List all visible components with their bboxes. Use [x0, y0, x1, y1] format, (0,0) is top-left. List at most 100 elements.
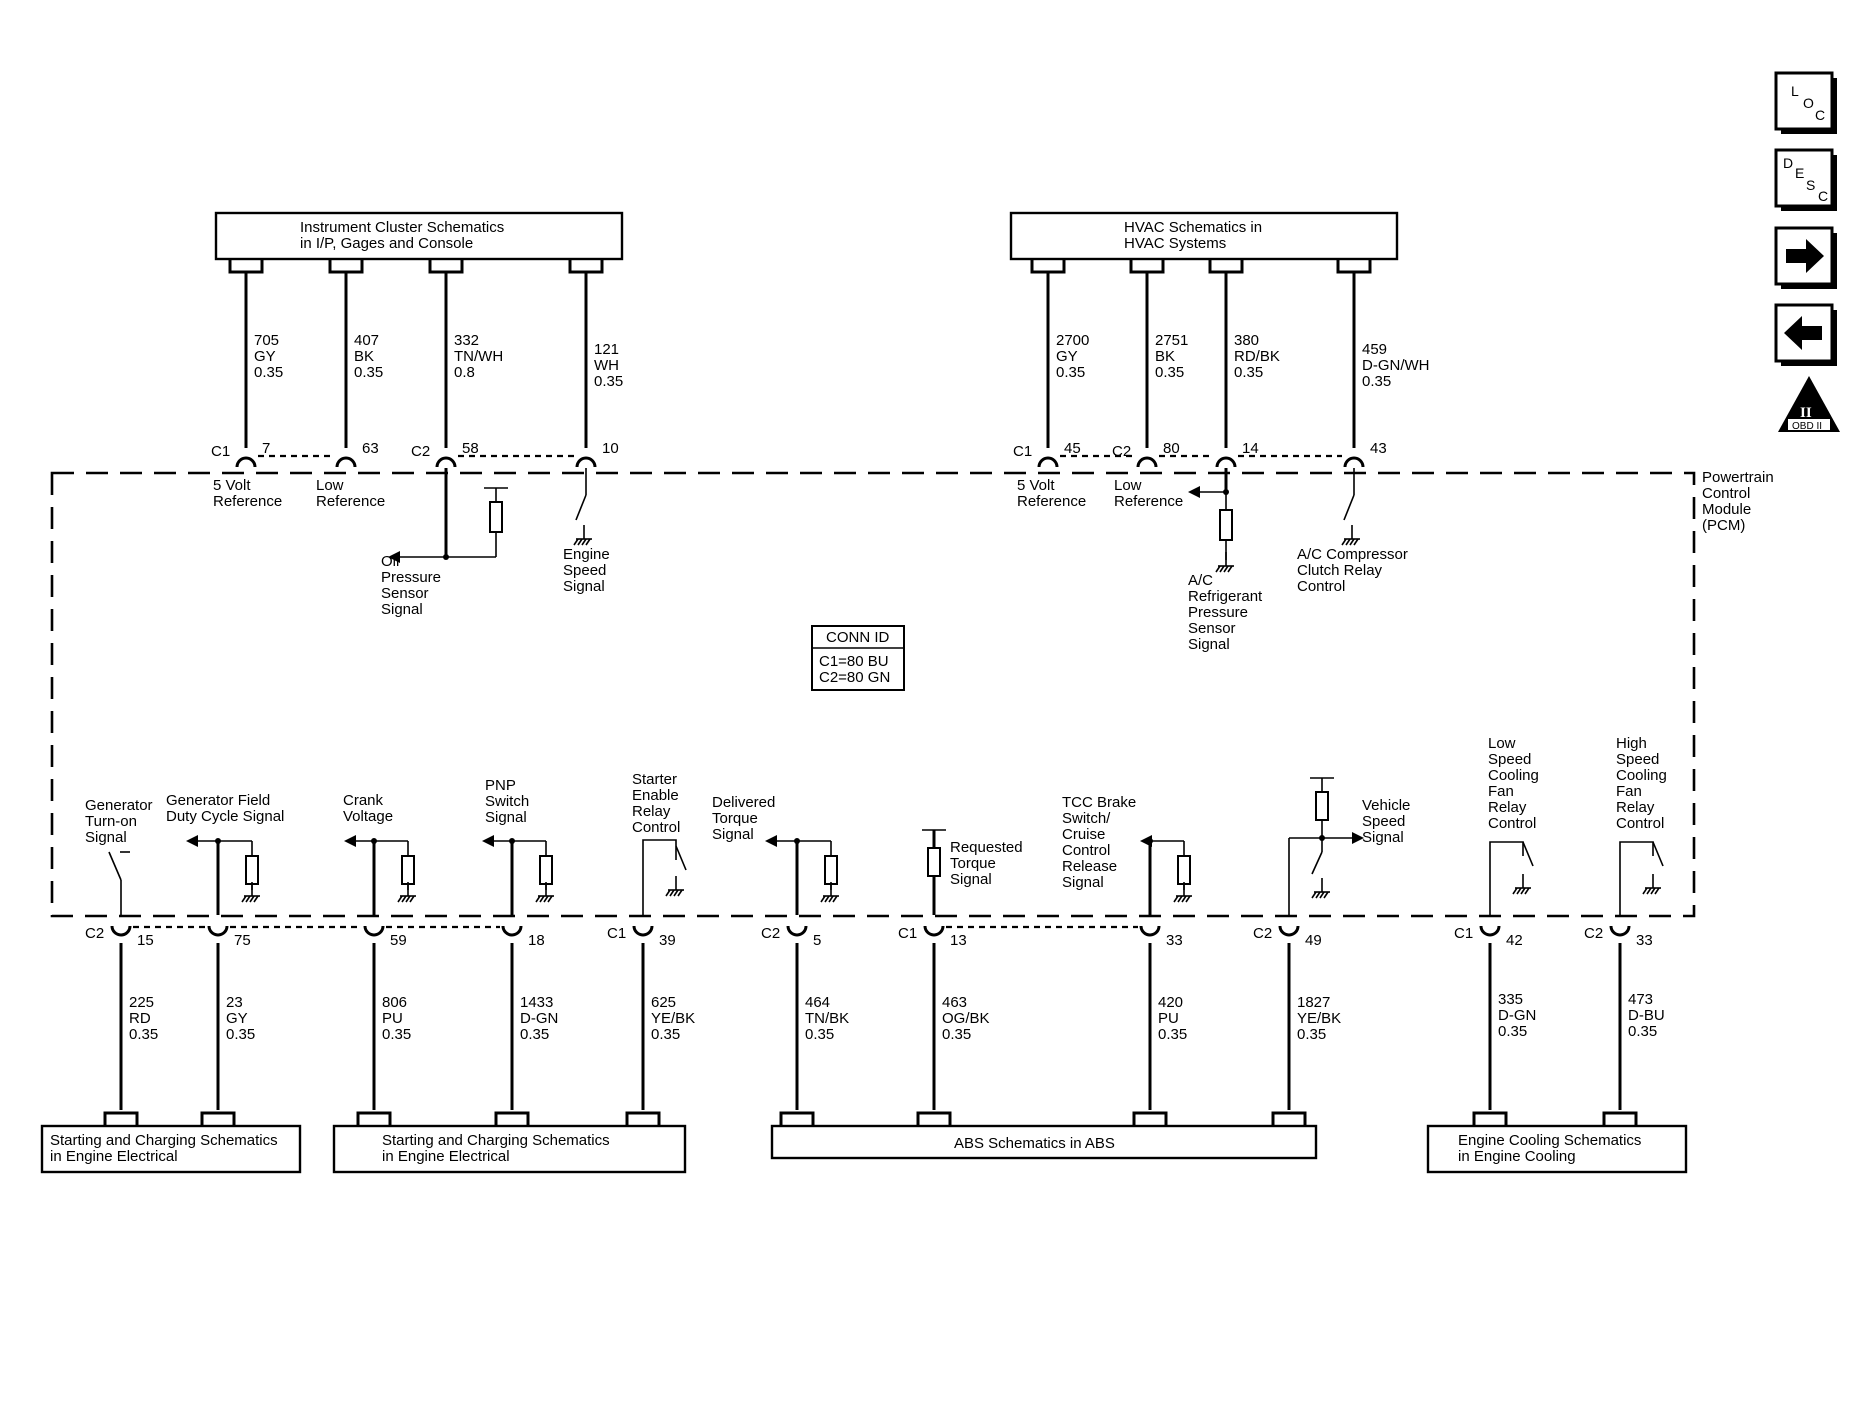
bottom-signal-1-line-3: Signal [85, 829, 127, 846]
bottom-pin-number-1: 15 [137, 932, 154, 949]
ac-ref-resistor [1219, 509, 1233, 541]
bottom-signal-8-line-5: Release [1062, 858, 1117, 875]
top-terminal-2 [328, 259, 364, 274]
bottom-pin-number-9: 49 [1305, 932, 1322, 949]
top-terminal-1 [228, 259, 264, 274]
top-pin-number-5: 45 [1064, 440, 1081, 457]
bottom-sig-resistor-2 [245, 855, 259, 885]
obd-triangle-icon [1778, 376, 1840, 432]
top-color-7: RD/BK [1234, 348, 1280, 365]
bottom-gauge-7: 0.35 [942, 1026, 971, 1043]
bottom-circuit-11: 473 [1628, 991, 1653, 1008]
bottom-circuit-4: 1433 [520, 994, 553, 1011]
top-terminal-6 [1129, 259, 1165, 274]
top-color-8: D-GN/WH [1362, 357, 1430, 374]
top-terminal-3 [428, 259, 464, 274]
loc-letter-1: L [1791, 83, 1799, 99]
instrument-cluster-module[interactable]: Instrument Cluster Schematics in I/P, Ga… [214, 211, 624, 261]
fan-relay-ground-10 [1512, 874, 1531, 895]
top-color-3: TN/WH [454, 348, 503, 365]
fan-relay-wire-10 [1489, 841, 1524, 915]
bottom-pin-5 [632, 925, 654, 937]
bottom-sig-node-2 [215, 838, 221, 844]
bottom-sig-ground-6 [820, 882, 839, 903]
bottom-signal-7-line-3: Signal [950, 871, 992, 888]
next-button[interactable] [1774, 226, 1837, 289]
loc-letter-2: O [1803, 95, 1814, 111]
top-signal-7-line-2: Refrigerant [1188, 588, 1263, 605]
top-signal-7-line-1: A/C [1188, 572, 1213, 589]
bottom-pin-number-6: 5 [813, 932, 821, 949]
bottom-signal-5-line-4: Control [632, 819, 680, 836]
pcm-label: Powertrain Control Module (PCM) [1702, 469, 1774, 534]
bottom-circuit-10: 335 [1498, 991, 1523, 1008]
ac-ref-node [1223, 489, 1229, 495]
ac-relay-switch [1343, 494, 1355, 521]
top-circuit-8: 459 [1362, 341, 1387, 358]
bottom-color-1: RD [129, 1010, 151, 1027]
top-pin-number-6: 80 [1163, 440, 1180, 457]
top-circuit-3: 332 [454, 332, 479, 349]
starting-charging-module-2[interactable]: Starting and Charging Schematics in Engi… [332, 1124, 687, 1174]
starting-charging-module-1[interactable]: Starting and Charging Schematics in Engi… [40, 1124, 302, 1174]
top-gauge-7: 0.35 [1234, 364, 1263, 381]
ac-ref-arrow [1188, 486, 1200, 498]
bottom-signal-6-line-1: Delivered [712, 794, 775, 811]
bottom-terminal-2 [200, 1111, 236, 1126]
bottom-sig-node-8 [1147, 838, 1153, 844]
bottom-pin-6 [786, 925, 808, 937]
ac-relay-ground [1341, 525, 1360, 546]
top-terminal-4 [568, 259, 604, 274]
bottom-circuit-9: 1827 [1297, 994, 1330, 1011]
starting-charging-1-line-2: in Engine Electrical [50, 1148, 178, 1165]
bottom-terminal-6 [779, 1111, 815, 1126]
top-connector-1: C1 [211, 443, 230, 460]
bottom-signal-6-line-2: Torque [712, 810, 758, 827]
bottom-pin-number-7: 13 [950, 932, 967, 949]
loc-button[interactable]: L O C [1774, 71, 1837, 134]
engine-speed-switch [575, 494, 587, 521]
bottom-signal-4-line-2: Switch [485, 793, 529, 810]
bottom-signal-5-line-1: Starter [632, 771, 677, 788]
bottom-signal-11-line-5: Relay [1616, 799, 1655, 816]
previous-button[interactable] [1774, 303, 1837, 366]
top-pin-3 [435, 456, 457, 468]
top-connector-6: C2 [1112, 443, 1131, 460]
bottom-signal-8-line-1: TCC Brake [1062, 794, 1136, 811]
desc-letter-3: S [1806, 177, 1815, 193]
bottom-signal-1-line-1: Generator [85, 797, 153, 814]
top-connector-5: C1 [1013, 443, 1032, 460]
bottom-terminal-5 [625, 1111, 661, 1126]
top-gauge-2: 0.35 [354, 364, 383, 381]
obd-ii-button[interactable]: II OBD II [1778, 376, 1840, 432]
bottom-connector-5: C1 [607, 925, 626, 942]
desc-button[interactable]: D E S C [1774, 148, 1837, 211]
conn-id-box: CONN ID C1=80 BU C2=80 GN [811, 625, 905, 691]
hvac-module[interactable]: HVAC Schematics in HVAC Systems [1009, 211, 1399, 261]
top-signal-7-line-5: Signal [1188, 636, 1230, 653]
abs-module[interactable]: ABS Schematics in ABS [770, 1124, 1318, 1160]
top-signal-5-line-2: Reference [1017, 493, 1086, 510]
engine-cooling-module[interactable]: Engine Cooling Schematics in Engine Cool… [1426, 1124, 1688, 1174]
pcm-label-line-2: Control [1702, 485, 1750, 502]
desc-letter-1: D [1783, 155, 1793, 171]
bottom-signal-6-line-3: Signal [712, 826, 754, 843]
top-signal-7-line-3: Pressure [1188, 604, 1248, 621]
gen-on-switch [108, 851, 122, 881]
bottom-terminal-7 [916, 1111, 952, 1126]
top-signal-4-line-3: Signal [563, 578, 605, 595]
top-signal-8-line-2: Clutch Relay [1297, 562, 1383, 579]
starter-ground [665, 876, 684, 897]
bottom-signal-3-line-1: Crank [343, 792, 384, 809]
bottom-connector-9: C2 [1253, 925, 1272, 942]
bottom-sig-arrow-6 [765, 835, 777, 847]
pcm-label-line-1: Powertrain [1702, 469, 1774, 486]
top-connector-3: C2 [411, 443, 430, 460]
bottom-connector-6: C2 [761, 925, 780, 942]
